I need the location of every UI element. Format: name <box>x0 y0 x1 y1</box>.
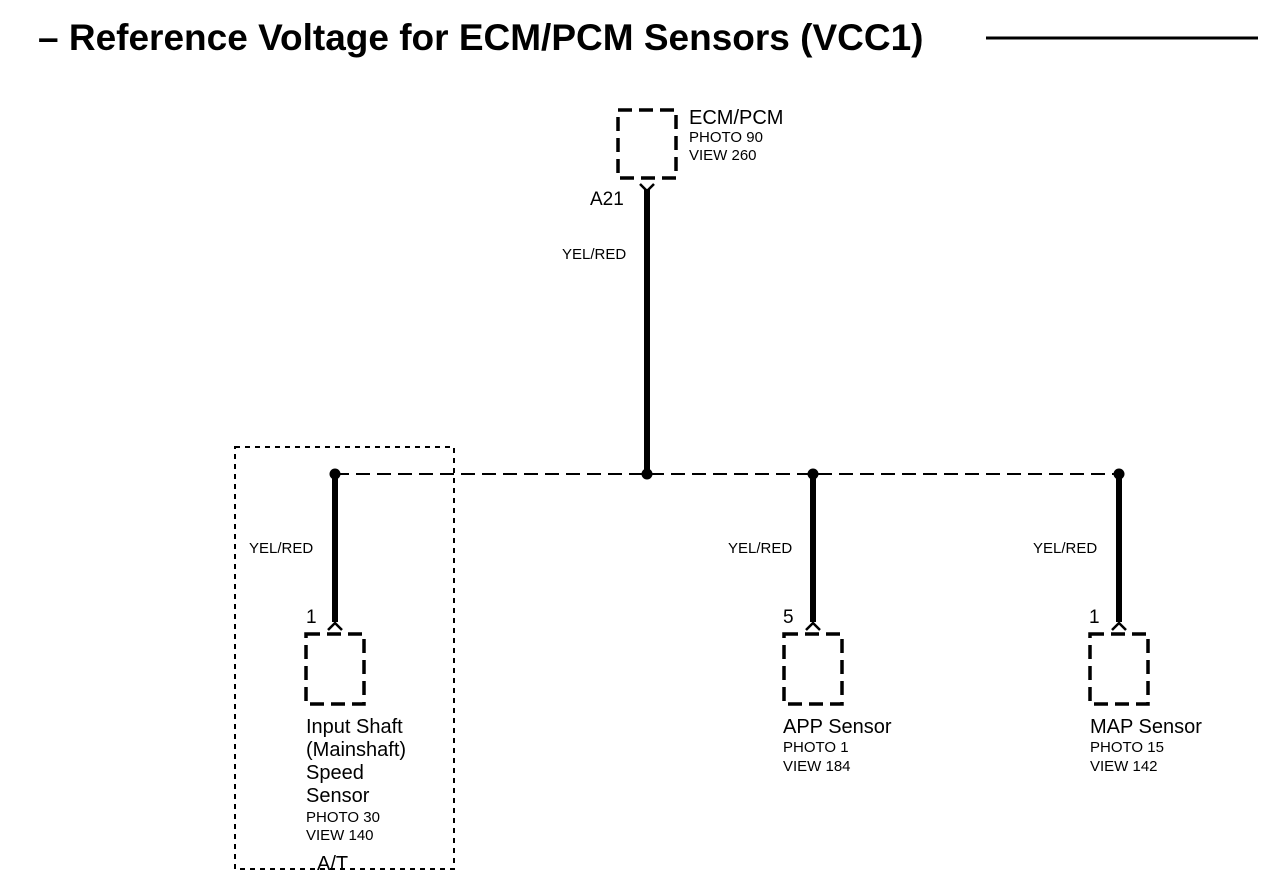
map-wire-color: YEL/RED <box>1033 540 1097 557</box>
input-shaft-view: VIEW 140 <box>306 827 374 844</box>
map-photo: PHOTO 15 <box>1090 739 1164 756</box>
app-connector-box <box>782 632 844 706</box>
app-pin-label: 5 <box>783 607 794 628</box>
input-shaft-pin-label: 1 <box>306 607 317 628</box>
ecm-connector-box <box>616 108 678 180</box>
input-shaft-wire-color: YEL/RED <box>249 540 313 557</box>
ecm-pin-label: A21 <box>590 189 624 210</box>
ecm-photo: PHOTO 90 <box>689 129 763 146</box>
app-view: VIEW 184 <box>783 758 851 775</box>
input-shaft-terminal <box>327 621 343 631</box>
ecm-view: VIEW 260 <box>689 147 757 164</box>
app-terminal <box>805 621 821 631</box>
at-option-boundary <box>234 446 455 870</box>
map-connector-box <box>1088 632 1150 706</box>
splice-point-ecm <box>641 468 653 480</box>
input-shaft-name-line-1: Input Shaft <box>306 716 403 738</box>
map-pin-label: 1 <box>1089 607 1100 628</box>
input-shaft-name-line-4: Sensor <box>306 785 370 807</box>
input-shaft-photo: PHOTO 30 <box>306 809 380 826</box>
app-name: APP Sensor <box>783 716 892 738</box>
map-terminal <box>1111 621 1127 631</box>
ecm-wire-color: YEL/RED <box>562 246 626 263</box>
input-shaft-connector-box <box>304 632 366 706</box>
map-view: VIEW 142 <box>1090 758 1158 775</box>
diagram-title: – Reference Voltage for ECM/PCM Sensors … <box>38 17 923 58</box>
map-name: MAP Sensor <box>1090 716 1202 738</box>
input-shaft-name-line-2: (Mainshaft) <box>306 739 406 761</box>
input-shaft-name-line-3: Speed <box>306 762 364 784</box>
app-photo: PHOTO 1 <box>783 739 849 756</box>
app-wire-color: YEL/RED <box>728 540 792 557</box>
at-group-label: A/T <box>317 853 348 875</box>
ecm-name: ECM/PCM <box>689 107 783 129</box>
